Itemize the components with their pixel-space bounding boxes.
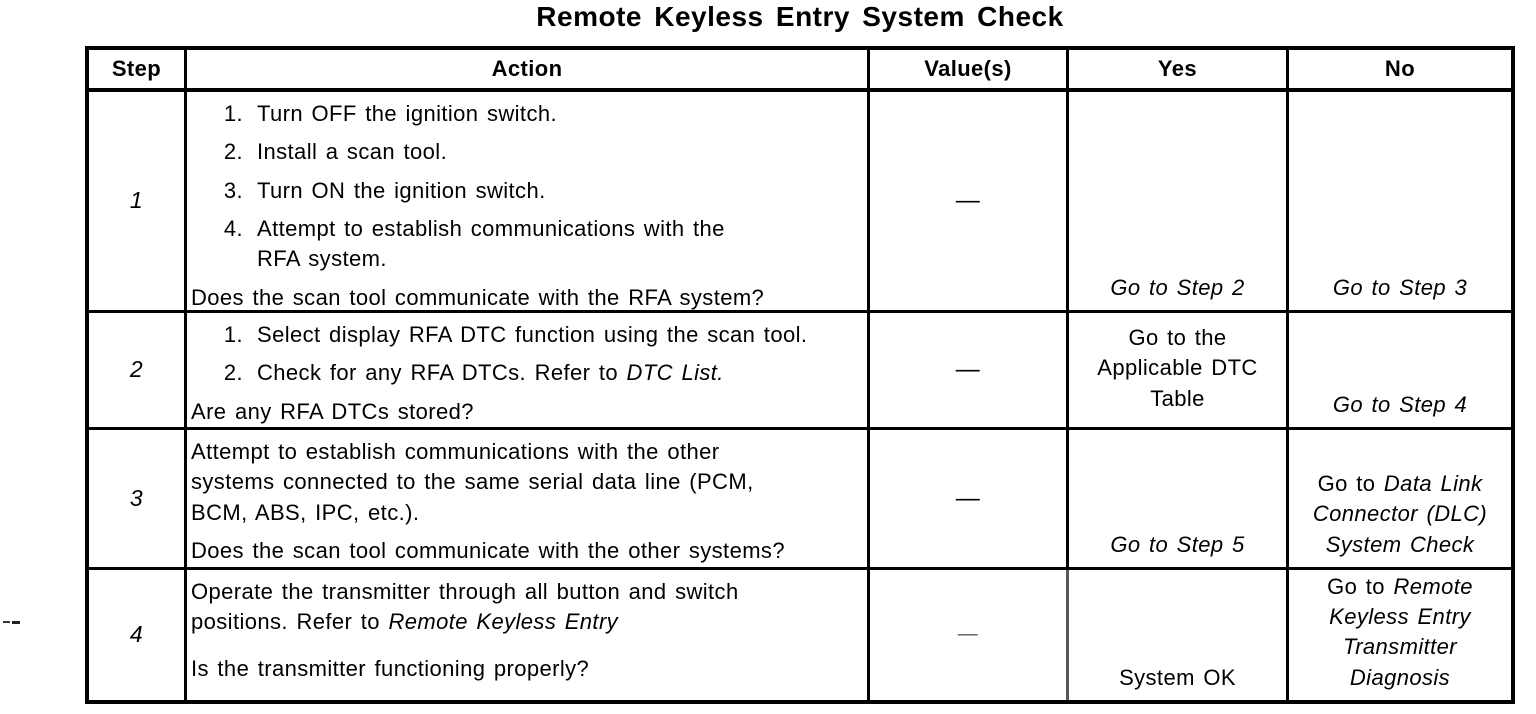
diagnostic-table: Step Action Value(s) Yes No 1 1. Turn OF… xyxy=(85,46,1515,704)
list-item-text: Turn OFF the ignition switch. xyxy=(257,101,557,126)
no-cell: Go to Data Link Connector (DLC) System C… xyxy=(1289,430,1511,570)
list-item-number: 1. xyxy=(223,101,243,126)
no-reference: Data Link Connector (DLC) System Check xyxy=(1312,470,1488,557)
list-item-text: Turn ON the ignition switch. xyxy=(257,177,546,203)
scan-artifact-dash xyxy=(3,621,10,623)
list-item-number: 3. xyxy=(223,177,243,203)
action-paragraph: Operate the transmitter through all butt… xyxy=(189,577,859,638)
no-cell: Go to Step 4 xyxy=(1289,313,1511,430)
value-cell: — xyxy=(870,570,1069,700)
action-cell: Attempt to establish communications with… xyxy=(187,430,870,570)
header-cell-yes: Yes xyxy=(1069,50,1289,92)
value-cell: — xyxy=(870,430,1069,570)
list-item-text: Select display RFA DTC function using th… xyxy=(257,322,808,347)
action-cell: 1. Turn OFF the ignition switch. 2. Inst… xyxy=(187,92,870,313)
no-cell-text: Go to Data Link Connector (DLC) System C… xyxy=(1313,469,1487,560)
action-reference: Remote Keyless Entry xyxy=(388,609,619,635)
action-text-part: Operate the transmitter through all butt… xyxy=(191,579,739,635)
step-number: 2 xyxy=(89,313,187,430)
header-cell-step: Step xyxy=(89,50,187,92)
no-cell: Go to Step 3 xyxy=(1289,92,1511,313)
scan-artifact-mark xyxy=(3,620,20,624)
list-item: 2. Check for any RFA DTCs. Refer to DTC … xyxy=(189,358,859,388)
list-item: 4. Attempt to establish communications w… xyxy=(189,214,859,275)
list-item: 1. Turn OFF the ignition switch. xyxy=(189,99,859,129)
step-number: 3 xyxy=(89,430,187,570)
header-cell-no: No xyxy=(1289,50,1511,92)
list-item: 2. Install a scan tool. xyxy=(189,137,859,167)
step-number: 1 xyxy=(89,92,187,313)
yes-cell: System OK xyxy=(1069,570,1289,700)
list-item-text: Attempt to establish communications with… xyxy=(257,216,725,272)
header-cell-values: Value(s) xyxy=(870,50,1069,92)
list-item-number: 2. xyxy=(223,360,243,386)
step-question: Are any RFA DTCs stored? xyxy=(191,398,474,424)
action-paragraph: Attempt to establish communications with… xyxy=(191,439,754,525)
yes-cell: Go to the Applicable DTC Table xyxy=(1069,313,1289,430)
step-number: 4 xyxy=(89,570,187,700)
page-title: Remote Keyless Entry System Check xyxy=(536,1,1064,32)
step-question: Does the scan tool communicate with the … xyxy=(191,284,765,310)
list-item: 3. Turn ON the ignition switch. xyxy=(189,176,859,206)
yes-cell: Go to Step 5 xyxy=(1069,430,1289,570)
no-reference: Remote Keyless Entry Transmitter Diagnos… xyxy=(1329,573,1473,690)
list-item-text-part: Check for any RFA DTCs. Refer to xyxy=(257,360,627,386)
list-item-text: Check for any RFA DTCs. Refer to DTC Lis… xyxy=(257,358,724,388)
step-question: Is the transmitter functioning properly? xyxy=(191,655,590,681)
action-cell: Operate the transmitter through all butt… xyxy=(187,570,870,700)
value-cell: — xyxy=(870,313,1069,430)
value-cell: — xyxy=(870,92,1069,313)
list-item-number: 2. xyxy=(223,139,243,165)
list-item-text: Install a scan tool. xyxy=(257,139,448,165)
list-item-number: 4. xyxy=(223,216,243,242)
action-cell: 1. Select display RFA DTC function using… xyxy=(187,313,870,430)
no-cell: Go to Remote Keyless Entry Transmitter D… xyxy=(1289,570,1511,700)
list-item-number: 1. xyxy=(223,322,243,347)
no-prefix: Go to xyxy=(1327,573,1394,599)
scan-artifact-dash xyxy=(12,621,20,624)
no-prefix: Go to xyxy=(1317,470,1384,496)
step-question: Does the scan tool communicate with the … xyxy=(191,538,785,564)
yes-cell: Go to Step 2 xyxy=(1069,92,1289,313)
no-cell-text: Go to Remote Keyless Entry Transmitter D… xyxy=(1327,572,1473,693)
list-item-reference: DTC List. xyxy=(626,360,724,386)
header-cell-action: Action xyxy=(187,50,870,92)
list-item: 1. Select display RFA DTC function using… xyxy=(189,320,859,350)
